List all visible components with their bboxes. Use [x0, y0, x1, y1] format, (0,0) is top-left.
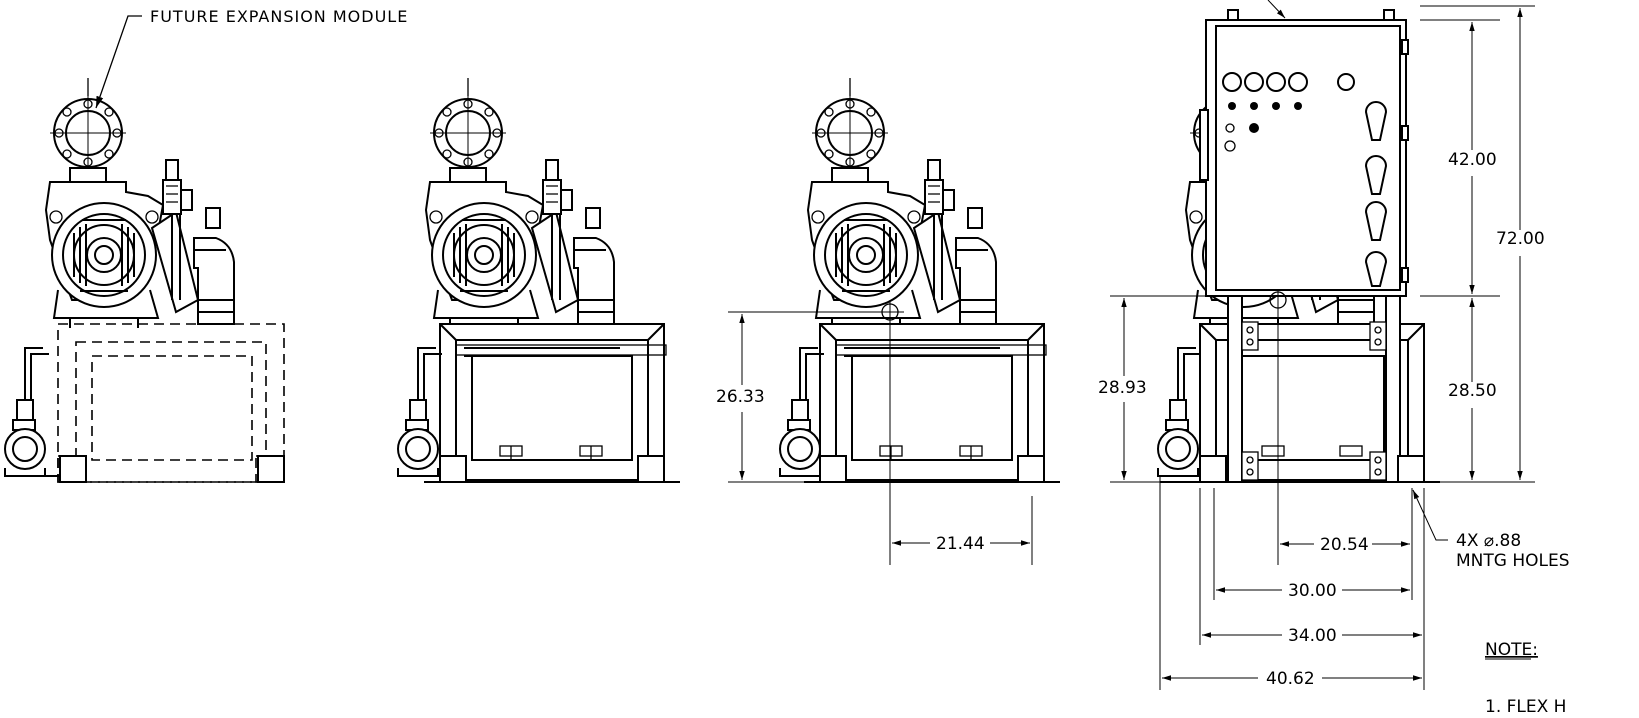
- dim-overall-72-00: 72.00: [1496, 229, 1545, 249]
- dim-overall-40-62: 40.62: [1266, 669, 1315, 689]
- dim-height-26-33: 26.33: [716, 387, 765, 407]
- dim-mount-30-00: 30.00: [1288, 581, 1337, 601]
- view-with-control-panel: 42.00 28.50 72.00 28.93 20.54 30.00 34.0…: [1098, 0, 1570, 717]
- dim-width-21-44: 21.44: [936, 534, 985, 554]
- dim-offset-20-54: 20.54: [1320, 535, 1369, 555]
- view-pump-skid-3: 26.33 21.44: [716, 77, 1061, 565]
- view-future-expansion: FUTURE EXPANSION MODULE: [4, 7, 408, 483]
- dim-mount-34-00: 34.00: [1288, 626, 1337, 646]
- future-expansion-callout: FUTURE EXPANSION MODULE: [150, 7, 408, 26]
- mount-holes-qty: 4X ⌀.88: [1456, 531, 1521, 551]
- dim-frame-28-50: 28.50: [1448, 381, 1497, 401]
- dim-panel-42-00: 42.00: [1448, 150, 1497, 170]
- note-heading: NOTE:: [1485, 640, 1538, 660]
- dim-base-28-93: 28.93: [1098, 378, 1147, 398]
- mount-holes-label: MNTG HOLES: [1456, 551, 1570, 571]
- view-pump-skid-2: [397, 77, 681, 483]
- note-item-1: 1. FLEX H: [1485, 697, 1566, 717]
